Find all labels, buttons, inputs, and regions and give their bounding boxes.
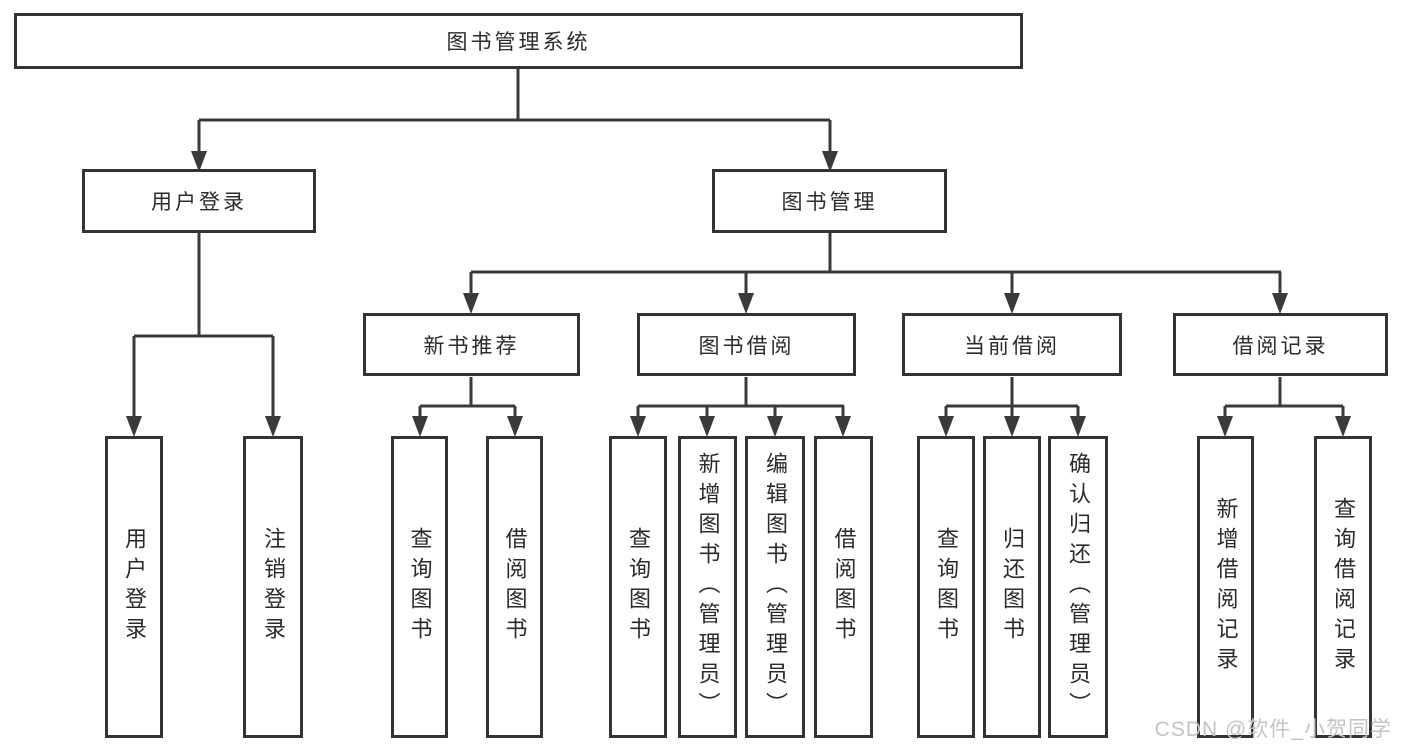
node-leaf-query-books-recommend: 查询图书	[391, 436, 448, 738]
arrowheads	[126, 151, 1351, 437]
node-leaf-query-books-recommend-label: 查询图书	[407, 527, 433, 647]
node-leaf-confirm-return-admin-label: 确认归还（管理员）	[1066, 452, 1091, 722]
node-leaf-add-book-admin: 新增图书（管理员）	[678, 436, 737, 738]
node-leaf-query-borrow-record-label: 查询借阅记录	[1331, 497, 1356, 677]
node-current-borrow-label: 当前借阅	[964, 334, 1060, 358]
node-new-book-recommend-label: 新书推荐	[423, 334, 520, 358]
node-book-borrow-label: 图书借阅	[698, 334, 795, 358]
node-book-borrow: 图书借阅	[637, 313, 856, 376]
node-book-management-label: 图书管理	[781, 191, 878, 214]
node-borrow-records-label: 借阅记录	[1232, 334, 1329, 358]
node-leaf-logout-label: 注销登录	[261, 527, 286, 647]
connector-paths	[132, 69, 1345, 418]
node-current-borrow: 当前借阅	[902, 313, 1122, 376]
node-user-login-label: 用户登录	[151, 191, 247, 214]
csdn-watermark: CSDN @软件_小贺同学	[1154, 718, 1392, 741]
node-leaf-borrow-books-label: 借阅图书	[831, 527, 857, 647]
node-leaf-logout: 注销登录	[243, 436, 303, 738]
node-leaf-query-books-borrow-label: 查询图书	[626, 527, 651, 647]
node-leaf-confirm-return-admin: 确认归还（管理员）	[1048, 436, 1108, 738]
node-leaf-user-login-label: 用户登录	[122, 527, 147, 647]
node-leaf-borrow-books-recommend-label: 借阅图书	[502, 527, 528, 647]
node-book-management: 图书管理	[712, 169, 947, 233]
node-leaf-return-books: 归还图书	[983, 436, 1041, 738]
node-leaf-add-borrow-record-label: 新增借阅记录	[1213, 497, 1239, 677]
node-leaf-borrow-books-recommend: 借阅图书	[486, 436, 543, 738]
node-leaf-edit-book-admin: 编辑图书（管理员）	[745, 436, 805, 738]
node-root-label: 图书管理系统	[446, 31, 591, 54]
node-borrow-records: 借阅记录	[1173, 313, 1388, 376]
node-leaf-return-books-label: 归还图书	[1000, 527, 1025, 647]
node-leaf-borrow-books: 借阅图书	[814, 436, 873, 738]
node-leaf-add-book-admin-label: 新增图书（管理员）	[695, 452, 721, 722]
node-leaf-edit-book-admin-label: 编辑图书（管理员）	[763, 452, 788, 722]
node-root: 图书管理系统	[14, 13, 1023, 69]
node-new-book-recommend: 新书推荐	[363, 313, 580, 376]
node-user-login: 用户登录	[82, 169, 316, 233]
node-leaf-query-borrow-record: 查询借阅记录	[1314, 436, 1372, 738]
node-leaf-query-books-current-label: 查询图书	[934, 527, 959, 647]
node-leaf-add-borrow-record: 新增借阅记录	[1197, 436, 1254, 738]
node-leaf-query-books-current: 查询图书	[917, 436, 975, 738]
node-leaf-query-books-borrow: 查询图书	[609, 436, 667, 738]
node-leaf-user-login: 用户登录	[105, 436, 163, 738]
